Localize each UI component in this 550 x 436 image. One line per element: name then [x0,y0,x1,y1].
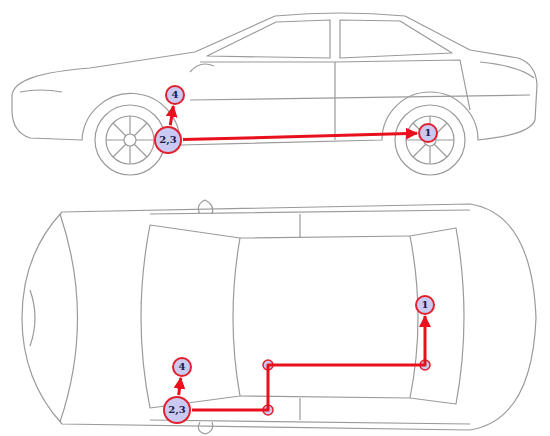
route-arrow [183,133,417,139]
callout-number: 2,3 [168,405,185,415]
route-arrow [192,316,425,410]
callout-number: 1 [422,300,429,310]
callout-number: 4 [179,362,186,372]
callout-circle: 1 [418,123,438,143]
callout-number: 2,3 [159,135,176,145]
route-arrow [170,106,173,125]
callout-circle: 4 [165,85,185,105]
callout-circle: 2,3 [163,396,191,424]
callout-circle: 2,3 [154,126,182,154]
route-arrow [179,378,181,395]
callout-number: 1 [425,128,432,138]
callout-circle: 1 [415,295,435,315]
callout-number: 4 [172,90,179,100]
callout-circle: 4 [172,357,192,377]
